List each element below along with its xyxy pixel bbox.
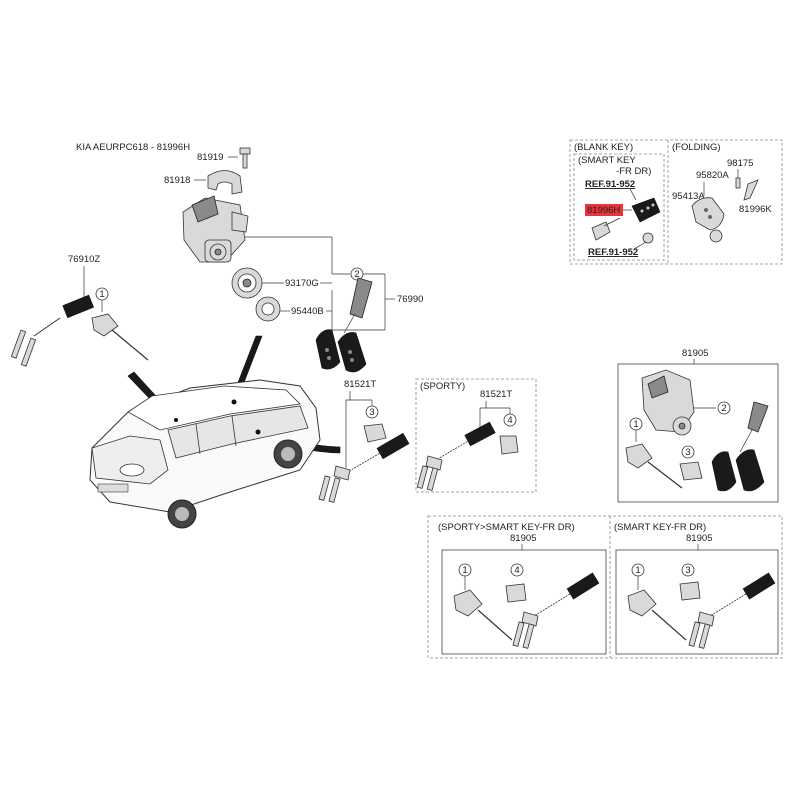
label-76910z[interactable]: 76910Z (68, 254, 100, 265)
smart-key-group: (SMART KEY-FR DR) 81905 1 3 (614, 522, 779, 655)
label-81996h[interactable]: 81996H (587, 205, 620, 216)
label-ref-top[interactable]: REF.91-952 (585, 179, 635, 190)
label-95820a[interactable]: 95820A (696, 170, 729, 181)
callout-1-smart-text: 1 (635, 565, 640, 576)
label-81905-smart[interactable]: 81905 (686, 533, 712, 544)
ring-93170g (231, 267, 263, 299)
label-sporty-smart-key: (SPORTY>SMART KEY-FR DR) (438, 522, 575, 533)
blank-key-folding-group: (BLANK KEY) (FOLDING) (SMART KEY -FR DR)… (569, 139, 783, 265)
bracket-81918 (207, 170, 243, 195)
label-98175[interactable]: 98175 (727, 158, 753, 169)
smart-key-groups-frame (427, 515, 783, 659)
sporty-smart-key-group: (SPORTY>SMART KEY-FR DR) 81905 1 4 (438, 522, 607, 655)
cylinder-81521t: 81521T 3 (318, 379, 410, 503)
lock-housing (182, 195, 249, 263)
callout-3-center (365, 405, 379, 419)
callout-2-81905 (717, 401, 731, 415)
label-81918[interactable]: 81918 (164, 175, 190, 186)
label-81521t-sporty[interactable]: 81521T (480, 389, 512, 400)
label-81521t[interactable]: 81521T (344, 379, 376, 390)
sporty-group: (SPORTY) 81521T 4 (415, 378, 537, 493)
label-95413a[interactable]: 95413A (672, 191, 705, 202)
callout-1-left-text: 1 (99, 289, 104, 300)
label-folding: (FOLDING) (672, 142, 721, 153)
label-smart-key-1: (SMART KEY (578, 155, 636, 166)
smart-key-fob (631, 197, 661, 223)
blank-key-81996h (591, 221, 611, 241)
label-smart-key-2: -FR DR) (616, 166, 651, 177)
label-95440b[interactable]: 95440B (291, 306, 324, 317)
callout-4-sporty (503, 413, 517, 427)
label-81905-top[interactable]: 81905 (682, 348, 708, 359)
callout-4-sporty-text: 4 (507, 415, 512, 426)
label-smart-key-fr-dr: (SMART KEY-FR DR) (614, 522, 706, 533)
lock-set-81905-top: 81905 2 1 3 (617, 348, 779, 503)
label-81996k[interactable]: 81996K (739, 204, 772, 215)
callout-3-81905 (681, 445, 695, 459)
ignition-assembly: 81919 81918 93170G (164, 147, 423, 331)
callout-3-smart (681, 563, 695, 577)
battery-95413a (709, 229, 723, 243)
door-handle-76910z: 76910Z 1 (10, 254, 149, 367)
callout-1-sporty-smart-text: 1 (462, 565, 467, 576)
callout-1-81905-text: 1 (633, 419, 638, 430)
diagram-title: KIA AEURPC618 - 81996H (76, 142, 190, 153)
folding-blade (743, 179, 759, 201)
label-93170g[interactable]: 93170G (285, 278, 319, 289)
callout-4-sporty-smart-text: 4 (514, 565, 519, 576)
label-sporty: (SPORTY) (420, 381, 465, 392)
callout-3-center-text: 3 (369, 407, 374, 418)
callout-3-smart-text: 3 (685, 565, 690, 576)
ring-95440b (255, 296, 281, 322)
callout-2-81905-text: 2 (721, 403, 726, 414)
label-76990[interactable]: 76990 (397, 294, 423, 305)
callout-2-top-text: 2 (354, 269, 359, 280)
label-81905-sporty-smart[interactable]: 81905 (510, 533, 536, 544)
callout-4-sporty-smart (510, 563, 524, 577)
label-81919[interactable]: 81919 (197, 152, 223, 163)
key-fob-76990 (315, 277, 373, 373)
screw-81919 (239, 147, 251, 169)
highlight-81996h (585, 204, 623, 216)
label-ref-bottom[interactable]: REF.91-952 (588, 247, 638, 258)
label-blank-key: (BLANK KEY) (574, 142, 633, 153)
suv-illustration (89, 379, 321, 529)
callout-3-81905-text: 3 (685, 447, 690, 458)
folding-key-fob (691, 197, 725, 231)
